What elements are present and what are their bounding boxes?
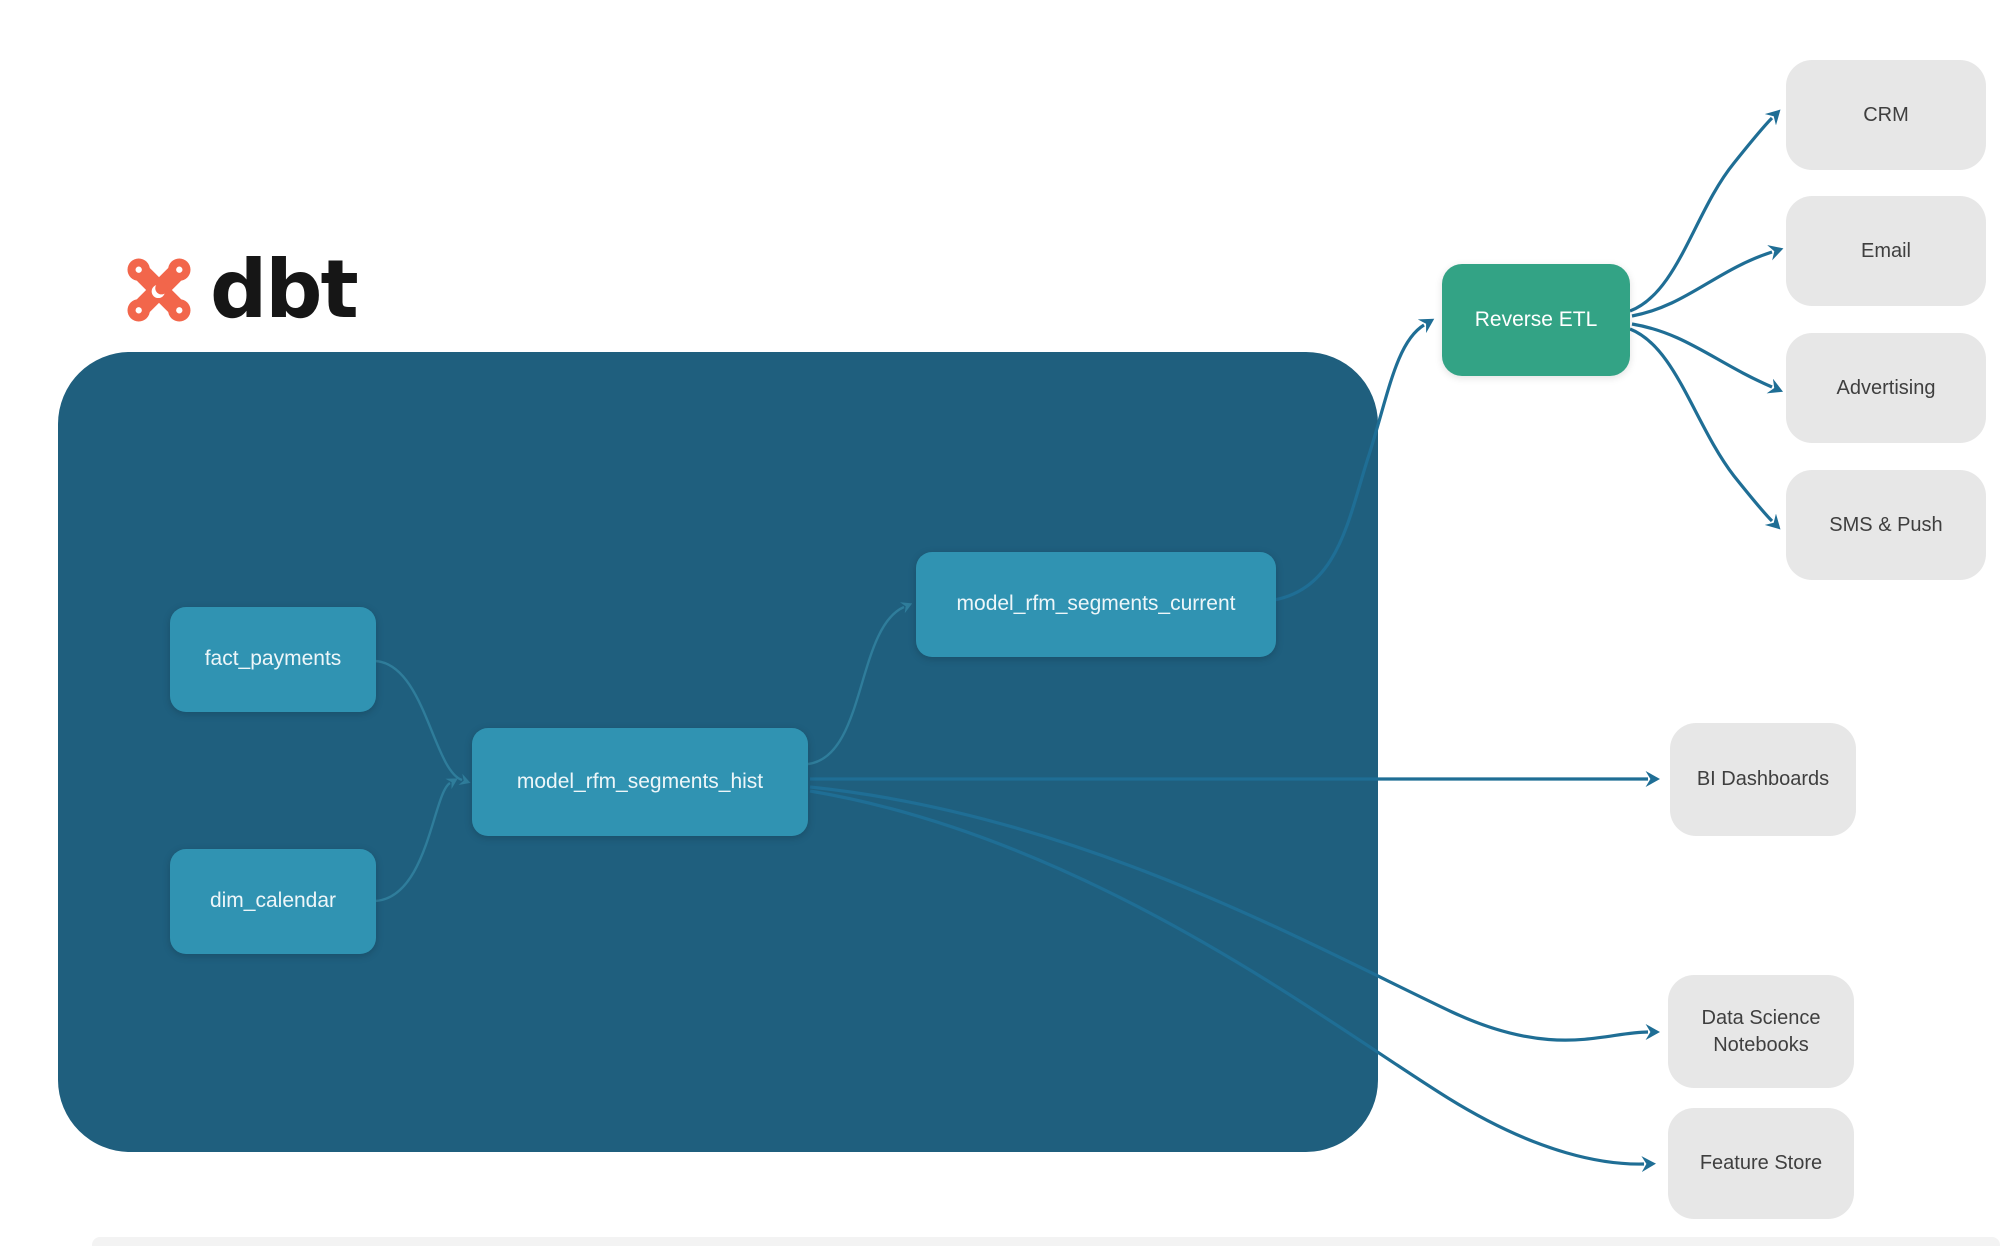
node-model-rfm-segments-current: model_rfm_segments_current [916, 552, 1276, 657]
node-label: Email [1860, 239, 1911, 262]
edge-reverse-etl-to-crm [1629, 109, 1781, 313]
node-reverse-etl: Reverse ETL [1442, 264, 1630, 376]
node-sms-push: SMS & Push [1786, 470, 1986, 580]
node-bi-dashboards: BI Dashboards [1670, 723, 1856, 836]
node-email: Email [1786, 196, 1986, 306]
brand-wordmark: dbt [210, 243, 359, 336]
node-label: model_rfm_segments_current [956, 592, 1236, 616]
edge-reverse-etl-to-sms-push [1629, 327, 1781, 530]
node-feature-store: Feature Store [1668, 1108, 1854, 1219]
node-fact-payments: fact_payments [170, 607, 376, 712]
node-label: Data Science Notebooks [1701, 1006, 1821, 1056]
dbt-logo: dbt [124, 243, 359, 336]
node-dim-calendar: dim_calendar [170, 849, 376, 954]
edge-reverse-etl-to-email [1631, 245, 1784, 318]
node-model-rfm-segments-hist: model_rfm_segments_hist [472, 728, 808, 836]
edge-reverse-etl-to-advertising [1631, 322, 1784, 394]
node-label: CRM [1863, 103, 1909, 126]
dbt-star-icon [127, 258, 191, 322]
node-label: Feature Store [1699, 1152, 1823, 1174]
node-advertising: Advertising [1786, 333, 1986, 443]
node-label: SMS & Push [1829, 513, 1943, 536]
node-label: dim_calendar [209, 889, 337, 913]
node-label: Advertising [1836, 376, 1936, 399]
node-label: fact_payments [204, 647, 342, 671]
node-data-science-notebooks: Data Science Notebooks [1668, 975, 1854, 1088]
node-label: BI Dashboards [1696, 768, 1830, 790]
bottom-section-edge [92, 1237, 2000, 1246]
node-crm: CRM [1786, 60, 1986, 170]
node-label: Reverse ETL [1474, 307, 1598, 331]
node-label: model_rfm_segments_hist [516, 769, 764, 793]
